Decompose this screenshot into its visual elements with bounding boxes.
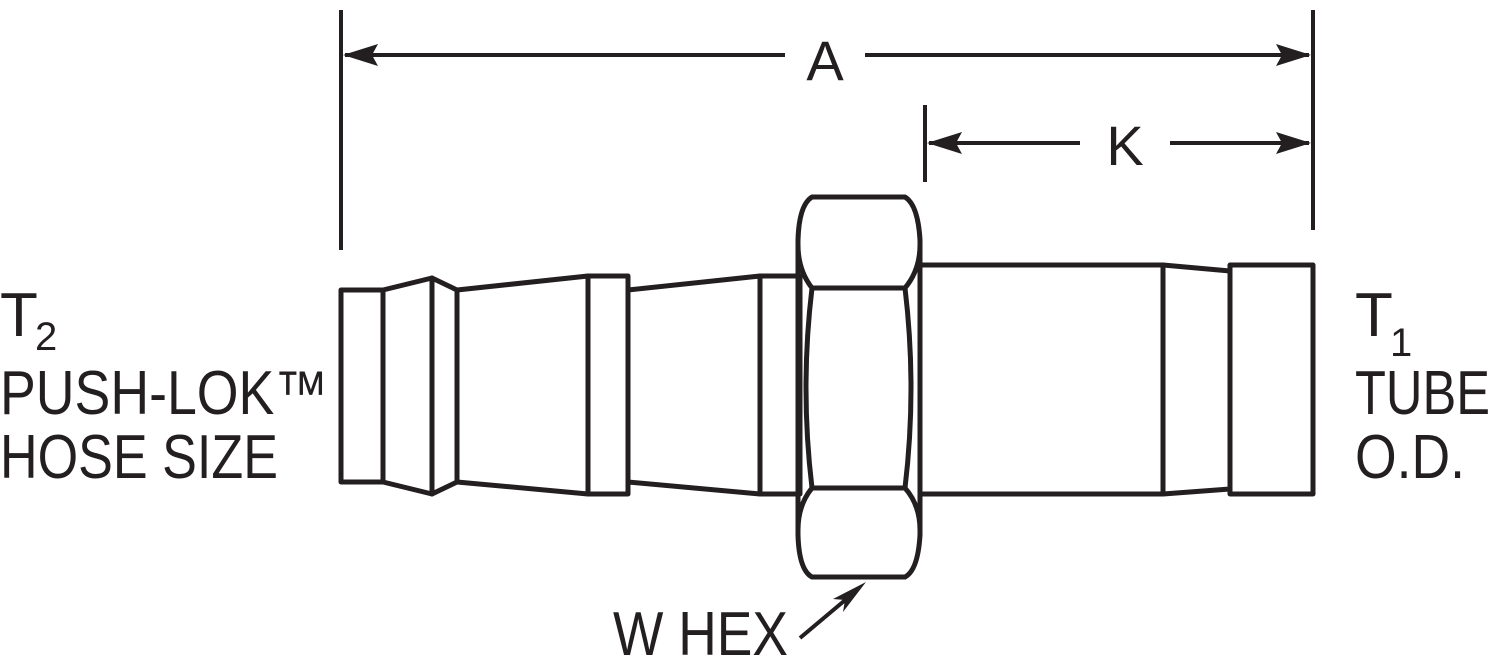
k-arrow-left-icon <box>927 132 962 154</box>
push-lok-label: PUSH-LOK™ <box>0 359 328 428</box>
dimension-a-label: A <box>806 29 844 92</box>
hose-size-label: HOSE SIZE <box>0 423 278 492</box>
od-label: O.D. <box>1355 423 1465 492</box>
tube-label: TUBE <box>1355 359 1490 428</box>
left-symbol: T <box>0 281 38 350</box>
k-arrow-right-icon <box>1276 132 1311 154</box>
w-hex-leader-line <box>798 594 852 640</box>
hose-barb <box>338 273 803 497</box>
a-arrow-left-icon <box>343 44 378 66</box>
right-subscript: 1 <box>1390 321 1412 365</box>
w-hex-label: W HEX <box>613 600 788 663</box>
dimension-k-label: K <box>1106 114 1143 177</box>
w-hex-arrow-icon <box>833 582 866 612</box>
right-symbol: T <box>1355 281 1393 350</box>
left-subscript: 2 <box>35 315 57 359</box>
tube-end <box>917 262 1316 497</box>
hex-nut <box>795 194 923 580</box>
a-arrow-right-icon <box>1276 44 1311 66</box>
